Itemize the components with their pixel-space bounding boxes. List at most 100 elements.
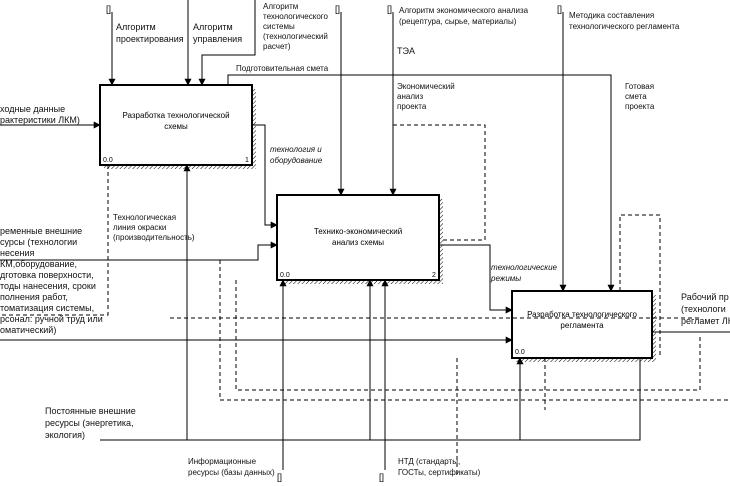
svg-text:[]: []: [106, 4, 111, 14]
box-2-title-line-2: анализ схемы: [332, 238, 384, 247]
svg-text:Экономический: Экономический: [397, 82, 455, 91]
svg-text:технология и: технология и: [270, 145, 322, 154]
box-2-number: 2: [432, 272, 436, 279]
svg-text:ГОСТы, сертификаты): ГОСТы, сертификаты): [398, 468, 481, 477]
label-working-project: Рабочий пр (технологи регламет ЛК: [681, 292, 730, 326]
box-1-title-line-2: схемы: [164, 122, 188, 131]
svg-text:тоды нанесения, сроки: тоды нанесения, сроки: [0, 281, 96, 291]
label-const-resources: Постоянные внешние ресурсы (энергетика, …: [45, 406, 136, 440]
svg-text:управления: управления: [193, 34, 242, 44]
svg-text:расчет): расчет): [263, 42, 291, 51]
label-tech-line: Технологическая линия окраски (производи…: [113, 213, 195, 242]
svg-text:[]: []: [379, 472, 384, 482]
svg-text:несения: несения: [0, 248, 34, 258]
svg-text:[]: []: [557, 4, 562, 14]
svg-text:томатизация системы,: томатизация системы,: [0, 303, 94, 313]
svg-text:[]: []: [277, 472, 282, 482]
svg-text:ресурсы (энергетика,: ресурсы (энергетика,: [45, 418, 134, 428]
box-1-develop-tech-scheme[interactable]: Разработка технологической схемы 0.0 1: [99, 84, 256, 169]
arrow-algo-design: []: [106, 4, 116, 86]
svg-text:смета: смета: [625, 92, 647, 101]
label-ready-estimate: Готовая смета проекта: [625, 82, 655, 111]
svg-text:Постоянные внешние: Постоянные внешние: [45, 406, 136, 416]
arrow-ntd: []: [379, 279, 389, 482]
label-methodology: Методика составления технологического ре…: [569, 11, 680, 31]
arrow-methodology: []: [557, 4, 567, 292]
svg-text:технологического регламента: технологического регламента: [569, 22, 680, 31]
svg-text:полнения работ,: полнения работ,: [0, 292, 68, 302]
svg-text:ресурсы (базы данных): ресурсы (базы данных): [188, 468, 275, 477]
svg-text:[]: []: [387, 4, 392, 14]
svg-text:Информационные: Информационные: [188, 457, 257, 466]
svg-text:Алгоритм: Алгоритм: [116, 22, 156, 32]
svg-text:ходные данные: ходные данные: [0, 104, 65, 114]
svg-text:анализ: анализ: [397, 92, 423, 101]
svg-text:(технологический: (технологический: [263, 32, 328, 41]
box-1-number: 1: [245, 157, 249, 164]
svg-text:(производительность): (производительность): [113, 233, 195, 242]
box-3-develop-tech-regulation[interactable]: Разработка технологического регламента 0…: [511, 290, 656, 362]
label-prelim-estimate: Подготовительная смета: [236, 64, 329, 73]
arrow-temp-resources: [0, 241, 278, 261]
label-ntd: НТД (стандарты, ГОСТы, сертификаты): [398, 457, 481, 477]
svg-text:экология): экология): [45, 430, 85, 440]
svg-text:режимы: режимы: [490, 274, 521, 283]
arrow-const-resources: [100, 358, 641, 441]
svg-text:НТД (стандарты,: НТД (стандарты,: [398, 457, 460, 466]
svg-text:проекта: проекта: [397, 102, 427, 111]
label-algo-tech-systems: Алгоритм технологического системы (техно…: [263, 2, 329, 51]
box-3-title-line-1: Разработка технологического: [527, 310, 637, 319]
arrow-box2-output: [439, 244, 513, 314]
box-1-code: 0.0: [103, 157, 113, 164]
svg-text:линия окраски: линия окраски: [113, 223, 166, 232]
svg-text:рактеристики ЛКМ): рактеристики ЛКМ): [0, 115, 80, 125]
box-2-title-line-1: Технико-экономический: [314, 227, 402, 236]
arrow-to-box2-control: []: [335, 4, 345, 196]
svg-text:системы: системы: [263, 22, 295, 31]
svg-text:оборудование: оборудование: [270, 156, 323, 165]
label-econ-analysis: Экономический анализ проекта: [397, 82, 455, 111]
box-3-code: 0.0: [515, 349, 525, 356]
arrow-algo-tech-systems: [198, 0, 256, 86]
label-input-data: ходные данные рактеристики ЛКМ): [0, 104, 80, 125]
svg-text:[]: []: [335, 4, 340, 14]
svg-text:Методика составления: Методика составления: [569, 11, 654, 20]
svg-text:Алгоритм: Алгоритм: [193, 22, 233, 32]
arrow-econ-analysis: [393, 124, 486, 241]
label-info-resources: Информационные ресурсы (базы данных): [188, 457, 275, 477]
label-tech-modes: технологические режимы: [490, 263, 558, 283]
svg-text:сурсы (технологии: сурсы (технологии: [0, 237, 77, 247]
svg-text:ременные внешние: ременные внешние: [0, 226, 82, 236]
arrow-algo-econ: []: [387, 4, 397, 196]
svg-text:регламет ЛК: регламет ЛК: [681, 316, 730, 326]
label-algo-control: Алгоритм управления: [193, 22, 242, 44]
svg-text:Рабочий пр: Рабочий пр: [681, 292, 729, 302]
svg-text:(рецептура, сырье, материалы): (рецептура, сырье, материалы): [399, 17, 517, 26]
svg-text:Алгоритм: Алгоритм: [263, 2, 298, 11]
svg-text:Готовая: Готовая: [625, 82, 654, 91]
label-algo-design: Алгоритм проектирования: [116, 22, 184, 44]
label-algo-econ: Алгоритм экономического анализа (рецепту…: [399, 6, 529, 26]
box-1-title-line-1: Разработка технологической: [122, 111, 229, 120]
box-2-tech-econ-analysis[interactable]: Технико-экономический анализ схемы 0.0 2: [276, 194, 443, 284]
svg-text:Алгоритм экономического анализ: Алгоритм экономического анализа: [399, 6, 529, 15]
svg-text:КМ,оборудование,: КМ,оборудование,: [0, 259, 77, 269]
svg-text:(технологи: (технологи: [681, 304, 726, 314]
svg-text:проекта: проекта: [625, 102, 655, 111]
label-tech-equipment: технология и оборудование: [270, 145, 323, 165]
svg-text:оматический): оматический): [0, 325, 56, 335]
label-temp-resources: ременные внешние сурсы (технологии несен…: [0, 226, 103, 335]
svg-text:дготовка поверхности,: дготовка поверхности,: [0, 270, 94, 280]
svg-text:Технологическая: Технологическая: [113, 213, 176, 222]
svg-text:рсонал: ручной труд или: рсонал: ручной труд или: [0, 314, 103, 324]
label-tea: ТЭА: [397, 46, 415, 56]
arrow-prelim-estimate: [227, 74, 615, 292]
arrow-info-resources: []: [277, 279, 287, 482]
svg-text:проектирования: проектирования: [116, 34, 184, 44]
box-3-title-line-2: регламента: [560, 321, 604, 330]
dashed-feedback-paths: [0, 165, 730, 475]
box-2-code: 0.0: [280, 272, 290, 279]
svg-text:технологического: технологического: [263, 12, 329, 21]
svg-text:технологические: технологические: [491, 263, 558, 272]
